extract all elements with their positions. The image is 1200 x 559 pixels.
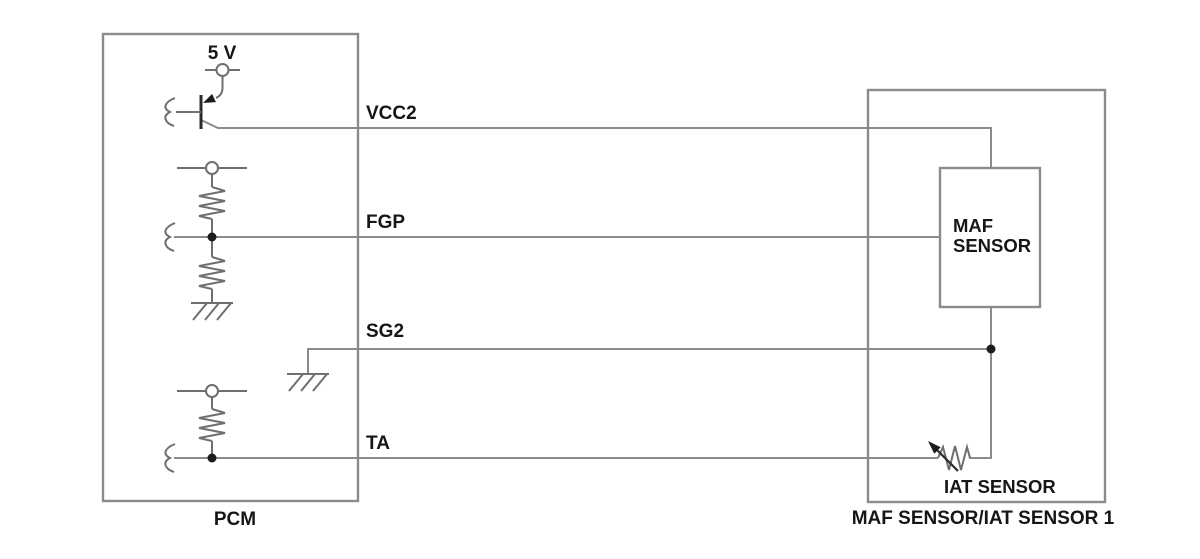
wire-vcc2 bbox=[200, 119, 992, 168]
pcm-label: PCM bbox=[214, 509, 256, 530]
supply-terminal-icon bbox=[215, 63, 230, 77]
maf-sensor-box bbox=[938, 166, 1042, 309]
supply-terminal-icon bbox=[205, 384, 219, 398]
pin-label-vcc2: VCC2 bbox=[366, 103, 417, 124]
vcc2-transistor bbox=[176, 63, 240, 129]
pin-label-sg2: SG2 bbox=[366, 321, 404, 342]
wire-break-icon bbox=[164, 222, 176, 252]
junction-dot bbox=[207, 453, 217, 463]
wire-sg2 bbox=[307, 348, 991, 374]
resistor-icon bbox=[198, 256, 226, 290]
thermistor-resistor-icon bbox=[937, 443, 971, 471]
maf-sensor-box-label-line2: SENSOR bbox=[953, 235, 1031, 256]
supply-5v-label: 5 V bbox=[208, 43, 237, 64]
transistor-arrow-icon bbox=[203, 93, 216, 103]
wire-break-icon bbox=[164, 443, 176, 473]
ground-icon bbox=[191, 302, 233, 321]
pin-label-ta: TA bbox=[366, 433, 390, 454]
iat-thermistor bbox=[928, 441, 971, 472]
maf-sensor-box-label-line1: MAF bbox=[953, 215, 993, 236]
ta-pullup bbox=[177, 384, 247, 458]
junction-dot bbox=[207, 232, 217, 242]
wire-break-icon bbox=[164, 97, 176, 127]
resistor-icon bbox=[198, 186, 226, 220]
iat-sensor-label: IAT SENSOR bbox=[944, 476, 1056, 497]
thermistor-arrow-icon bbox=[928, 441, 941, 454]
wire-maf-to-iat bbox=[969, 307, 992, 459]
sg2-ground-icon bbox=[287, 373, 329, 392]
pin-label-fgp: FGP bbox=[366, 212, 405, 233]
pcm-box bbox=[101, 32, 360, 503]
junction-dot bbox=[986, 344, 996, 354]
resistor-icon bbox=[198, 408, 226, 442]
module-label: MAF SENSOR/IAT SENSOR 1 bbox=[852, 508, 1115, 529]
supply-terminal-icon bbox=[205, 161, 219, 175]
collector-wire bbox=[215, 76, 224, 99]
thermistor-arrow-shaft bbox=[936, 449, 959, 472]
